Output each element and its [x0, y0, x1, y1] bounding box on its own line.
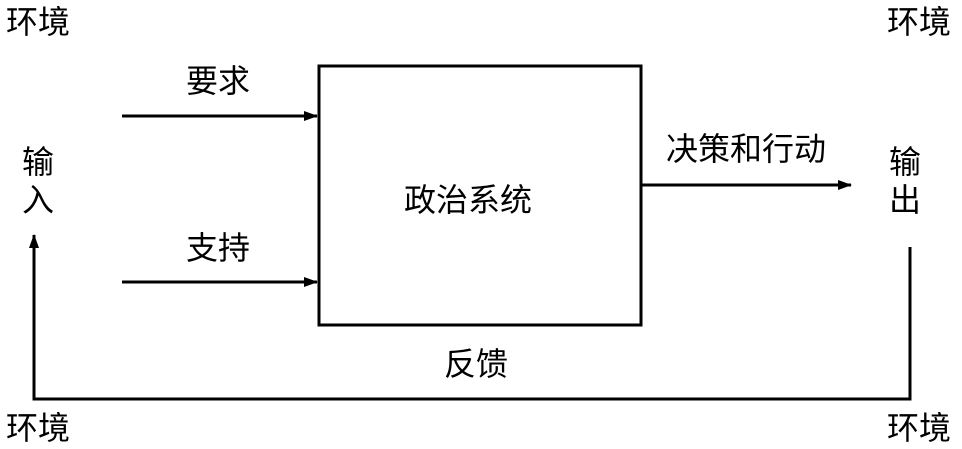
environment-label-top-left: 环境 [6, 3, 71, 41]
output-label-char-2: 出 [888, 181, 921, 219]
feedback-loop-arrow [29, 234, 912, 401]
demands-label: 要求 [186, 62, 251, 100]
political-system-box [317, 64, 643, 327]
supports-label: 支持 [186, 229, 251, 267]
decisions-actions-label: 决策和行动 [666, 130, 827, 168]
input-label-char-1: 输 [21, 143, 54, 181]
input-label: 输 入 [18, 143, 58, 219]
input-label-char-2: 入 [21, 181, 54, 219]
output-label-char-1: 输 [888, 143, 921, 181]
output-label: 输 出 [885, 143, 925, 219]
political-system-label: 政治系统 [404, 181, 533, 219]
feedback-label: 反馈 [444, 345, 509, 383]
environment-label-bottom-left: 环境 [6, 409, 71, 447]
environment-label-top-right: 环境 [887, 3, 952, 41]
environment-label-bottom-right: 环境 [887, 409, 952, 447]
